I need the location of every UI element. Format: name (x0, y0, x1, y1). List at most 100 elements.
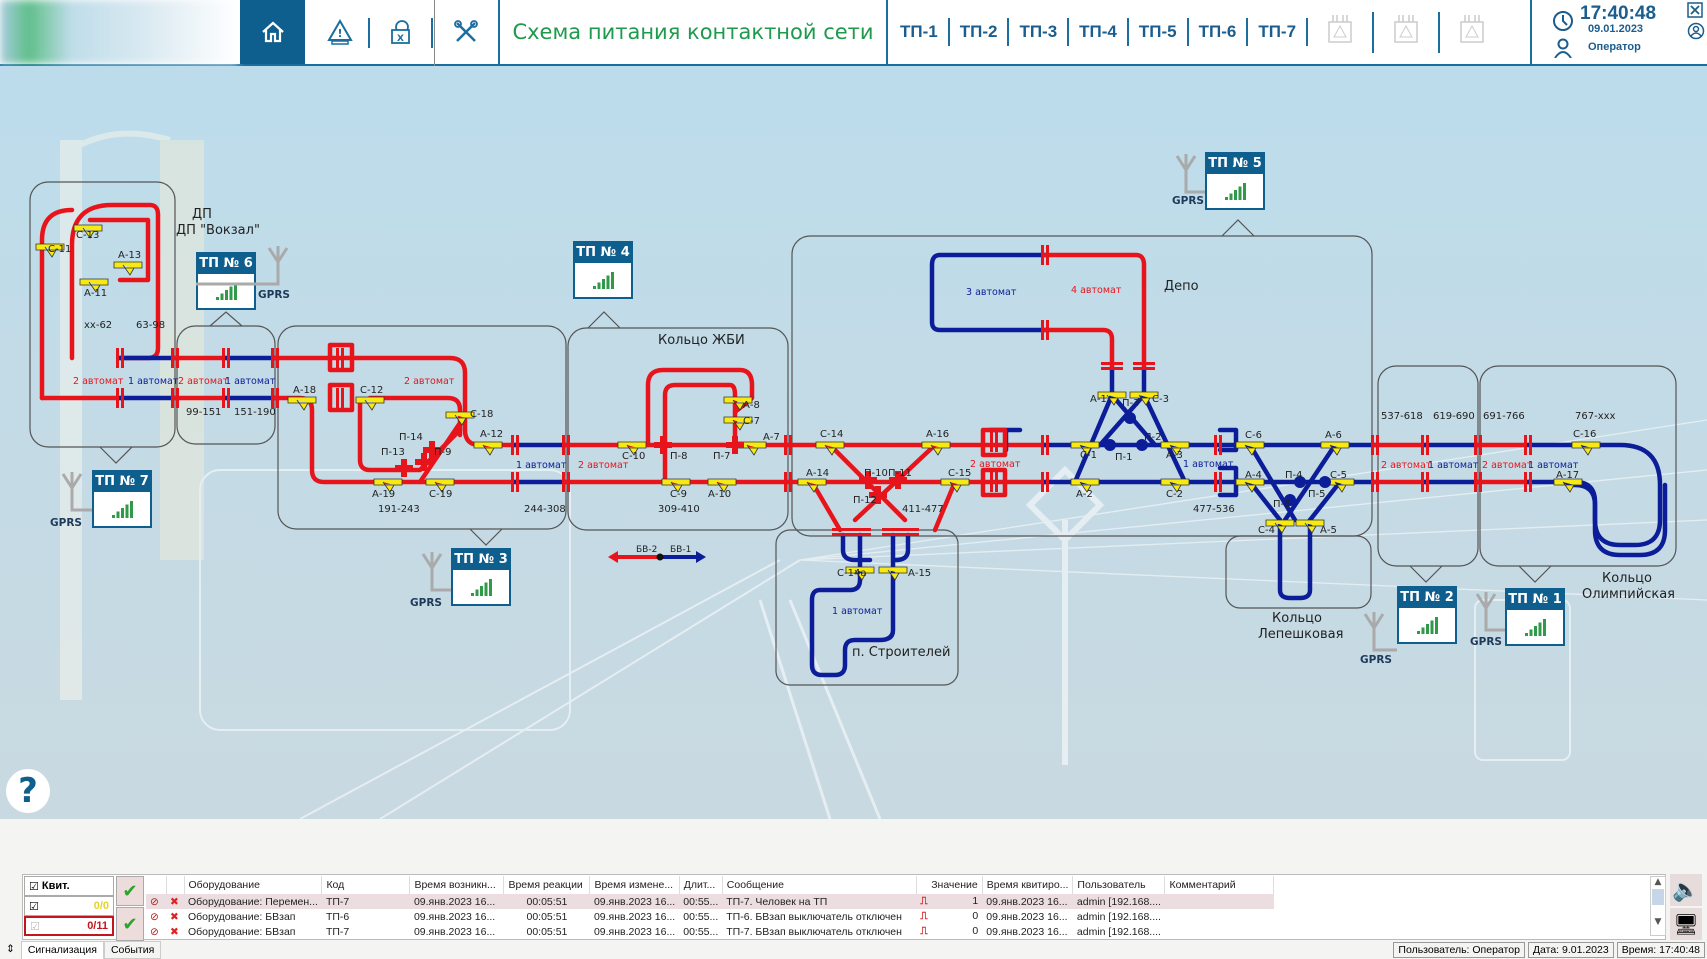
disconnector-switch[interactable] (287, 396, 317, 411)
disconnector-switch[interactable] (1235, 478, 1265, 493)
disconnector-switch[interactable] (940, 478, 970, 493)
ack-button[interactable]: ✔ (116, 876, 144, 906)
scroll-up-icon[interactable]: ▲ (1654, 877, 1662, 887)
disconnector-switch[interactable] (921, 441, 951, 456)
crossing-point[interactable] (726, 436, 744, 454)
tab-events[interactable]: События (103, 941, 162, 959)
disconnector-switch[interactable] (815, 441, 845, 456)
tab-signalization[interactable]: Сигнализация (20, 941, 104, 959)
crossing-point[interactable] (859, 471, 877, 489)
disconnector-switch[interactable] (661, 478, 691, 493)
close-icon[interactable] (1687, 2, 1703, 18)
section-insulator[interactable] (1041, 320, 1049, 340)
column-header[interactable]: Время квитиро... (982, 876, 1074, 894)
section-insulator[interactable] (1101, 362, 1123, 370)
disconnector-switch[interactable] (1160, 441, 1190, 456)
disconnector-switch[interactable] (797, 478, 827, 493)
crossing-point[interactable] (889, 471, 907, 489)
crossing-point[interactable] (1284, 494, 1296, 506)
transformer-warning-button[interactable] (1440, 12, 1504, 53)
section-insulator[interactable] (1214, 472, 1222, 492)
column-header[interactable]: Время измене... (589, 876, 680, 894)
tab-tp-5[interactable]: ТП-5 (1129, 18, 1189, 46)
column-header[interactable]: Длит... (679, 876, 723, 894)
section-insulator[interactable] (562, 435, 570, 455)
section-insulator[interactable] (1371, 435, 1379, 455)
tab-tp-4[interactable]: ТП-4 (1069, 18, 1129, 46)
ack-all-button[interactable]: ✔ (116, 907, 144, 941)
crossing-point[interactable] (869, 486, 887, 504)
section-insulator[interactable] (1214, 435, 1222, 455)
disconnector-switch[interactable] (113, 261, 143, 276)
tab-tp-3[interactable]: ТП-3 (1009, 18, 1070, 46)
disconnector-switch[interactable] (1097, 391, 1127, 406)
section-insulator[interactable] (222, 388, 230, 408)
disconnector-switch[interactable] (1070, 441, 1100, 456)
section-insulator[interactable] (1371, 472, 1379, 492)
section-insulator[interactable] (849, 528, 871, 536)
section-insulator[interactable] (882, 528, 904, 536)
home-button[interactable] (240, 0, 305, 64)
crossing-point[interactable] (423, 441, 441, 459)
tab-tp-1[interactable]: ТП-1 (890, 18, 950, 46)
disconnector-switch[interactable] (425, 478, 455, 493)
disconnector-switch[interactable] (1553, 478, 1583, 493)
tools-button[interactable] (438, 0, 494, 64)
column-header[interactable]: Время реакции (503, 876, 591, 894)
section-insulator[interactable] (990, 472, 998, 492)
scroll-thumb[interactable] (1652, 889, 1664, 905)
kvit-row-2[interactable]: ☑0/11 (24, 916, 114, 936)
substation-tp-4[interactable]: ТП № 4 (573, 241, 633, 299)
disconnector-switch[interactable] (73, 224, 103, 239)
section-insulator[interactable] (1474, 472, 1482, 492)
section-insulator[interactable] (1041, 472, 1049, 492)
disconnector-switch[interactable] (707, 478, 737, 493)
tab-tp-6[interactable]: ТП-6 (1189, 18, 1249, 46)
crossing-point[interactable] (395, 459, 413, 477)
column-header[interactable]: Сообщение (722, 876, 917, 894)
section-insulator[interactable] (897, 528, 919, 536)
section-insulator[interactable] (271, 388, 279, 408)
disconnector-switch[interactable] (373, 478, 403, 493)
network-button[interactable]: 🖥 (1670, 908, 1702, 940)
crossing-point[interactable] (654, 436, 672, 454)
section-insulator[interactable] (271, 348, 279, 368)
section-insulator[interactable] (1421, 472, 1429, 492)
scroll-down-icon[interactable]: ▼ (1654, 917, 1662, 927)
section-insulator[interactable] (990, 432, 998, 452)
section-insulator[interactable] (784, 472, 792, 492)
disconnector-switch[interactable] (1265, 519, 1295, 534)
section-insulator[interactable] (1041, 245, 1049, 265)
kvit-row-1[interactable]: ☑0/0 (24, 896, 114, 916)
section-insulator[interactable] (1133, 362, 1155, 370)
section-insulator[interactable] (1524, 435, 1532, 455)
disconnector-switch[interactable] (1070, 478, 1100, 493)
disconnector-switch[interactable] (473, 441, 503, 456)
sound-button[interactable]: 🔈 (1670, 874, 1702, 906)
section-insulator[interactable] (336, 388, 344, 408)
disconnector-switch[interactable] (445, 411, 475, 426)
section-insulator[interactable] (511, 472, 519, 492)
disconnector-switch[interactable] (723, 416, 753, 431)
section-insulator[interactable] (511, 435, 519, 455)
disconnector-switch[interactable] (79, 278, 109, 293)
crossing-point[interactable] (1319, 476, 1331, 488)
disconnector-switch[interactable] (723, 396, 753, 411)
section-insulator[interactable] (1524, 472, 1532, 492)
section-insulator[interactable] (171, 388, 179, 408)
resize-icon[interactable]: ⇕ (6, 943, 15, 955)
crossing-point[interactable] (1104, 439, 1116, 451)
section-insulator[interactable] (171, 348, 179, 368)
column-header[interactable]: Значение (916, 876, 983, 894)
column-header[interactable]: Код (321, 876, 411, 894)
section-insulator[interactable] (336, 348, 344, 368)
alarm-report-button[interactable]: ! (318, 0, 362, 64)
